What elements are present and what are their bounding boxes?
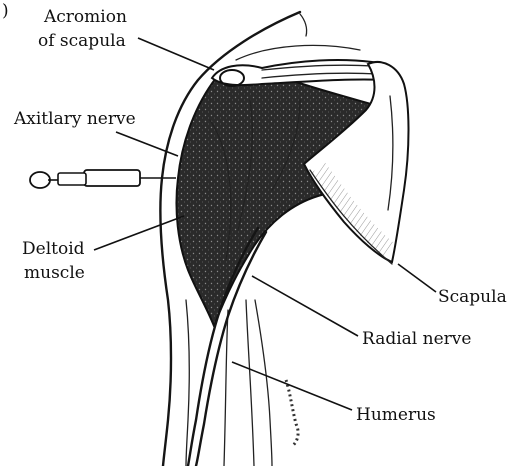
deltoid-label-line1: Deltoid <box>22 239 85 259</box>
label-axillary-nerve: Axitlary nerve <box>13 109 178 156</box>
radial-nerve-label: Radial nerve <box>362 329 471 349</box>
scapula-leader-line <box>398 264 436 292</box>
axillary-nerve-label: Axitlary nerve <box>13 109 136 129</box>
deltoid-label-line2: muscle <box>24 263 85 283</box>
label-scapula: Scapula <box>398 264 507 307</box>
acromion-label-line2: of scapula <box>38 31 126 51</box>
label-acromion: Acromion of scapula <box>38 7 214 70</box>
acromion-leader-line <box>138 38 214 70</box>
scapula-label: Scapula <box>438 287 507 307</box>
label-humerus: Humerus <box>232 362 436 425</box>
corner-mark: ) <box>2 1 9 21</box>
acromion-label-line1: Acromion <box>43 7 127 27</box>
acromion <box>212 60 388 86</box>
humerus-bone <box>224 300 298 466</box>
humerus-label: Humerus <box>356 405 436 425</box>
syringe-needle <box>30 170 176 188</box>
deltoid-leader-line <box>94 216 184 250</box>
radial-nerve-leader-line <box>252 276 358 336</box>
